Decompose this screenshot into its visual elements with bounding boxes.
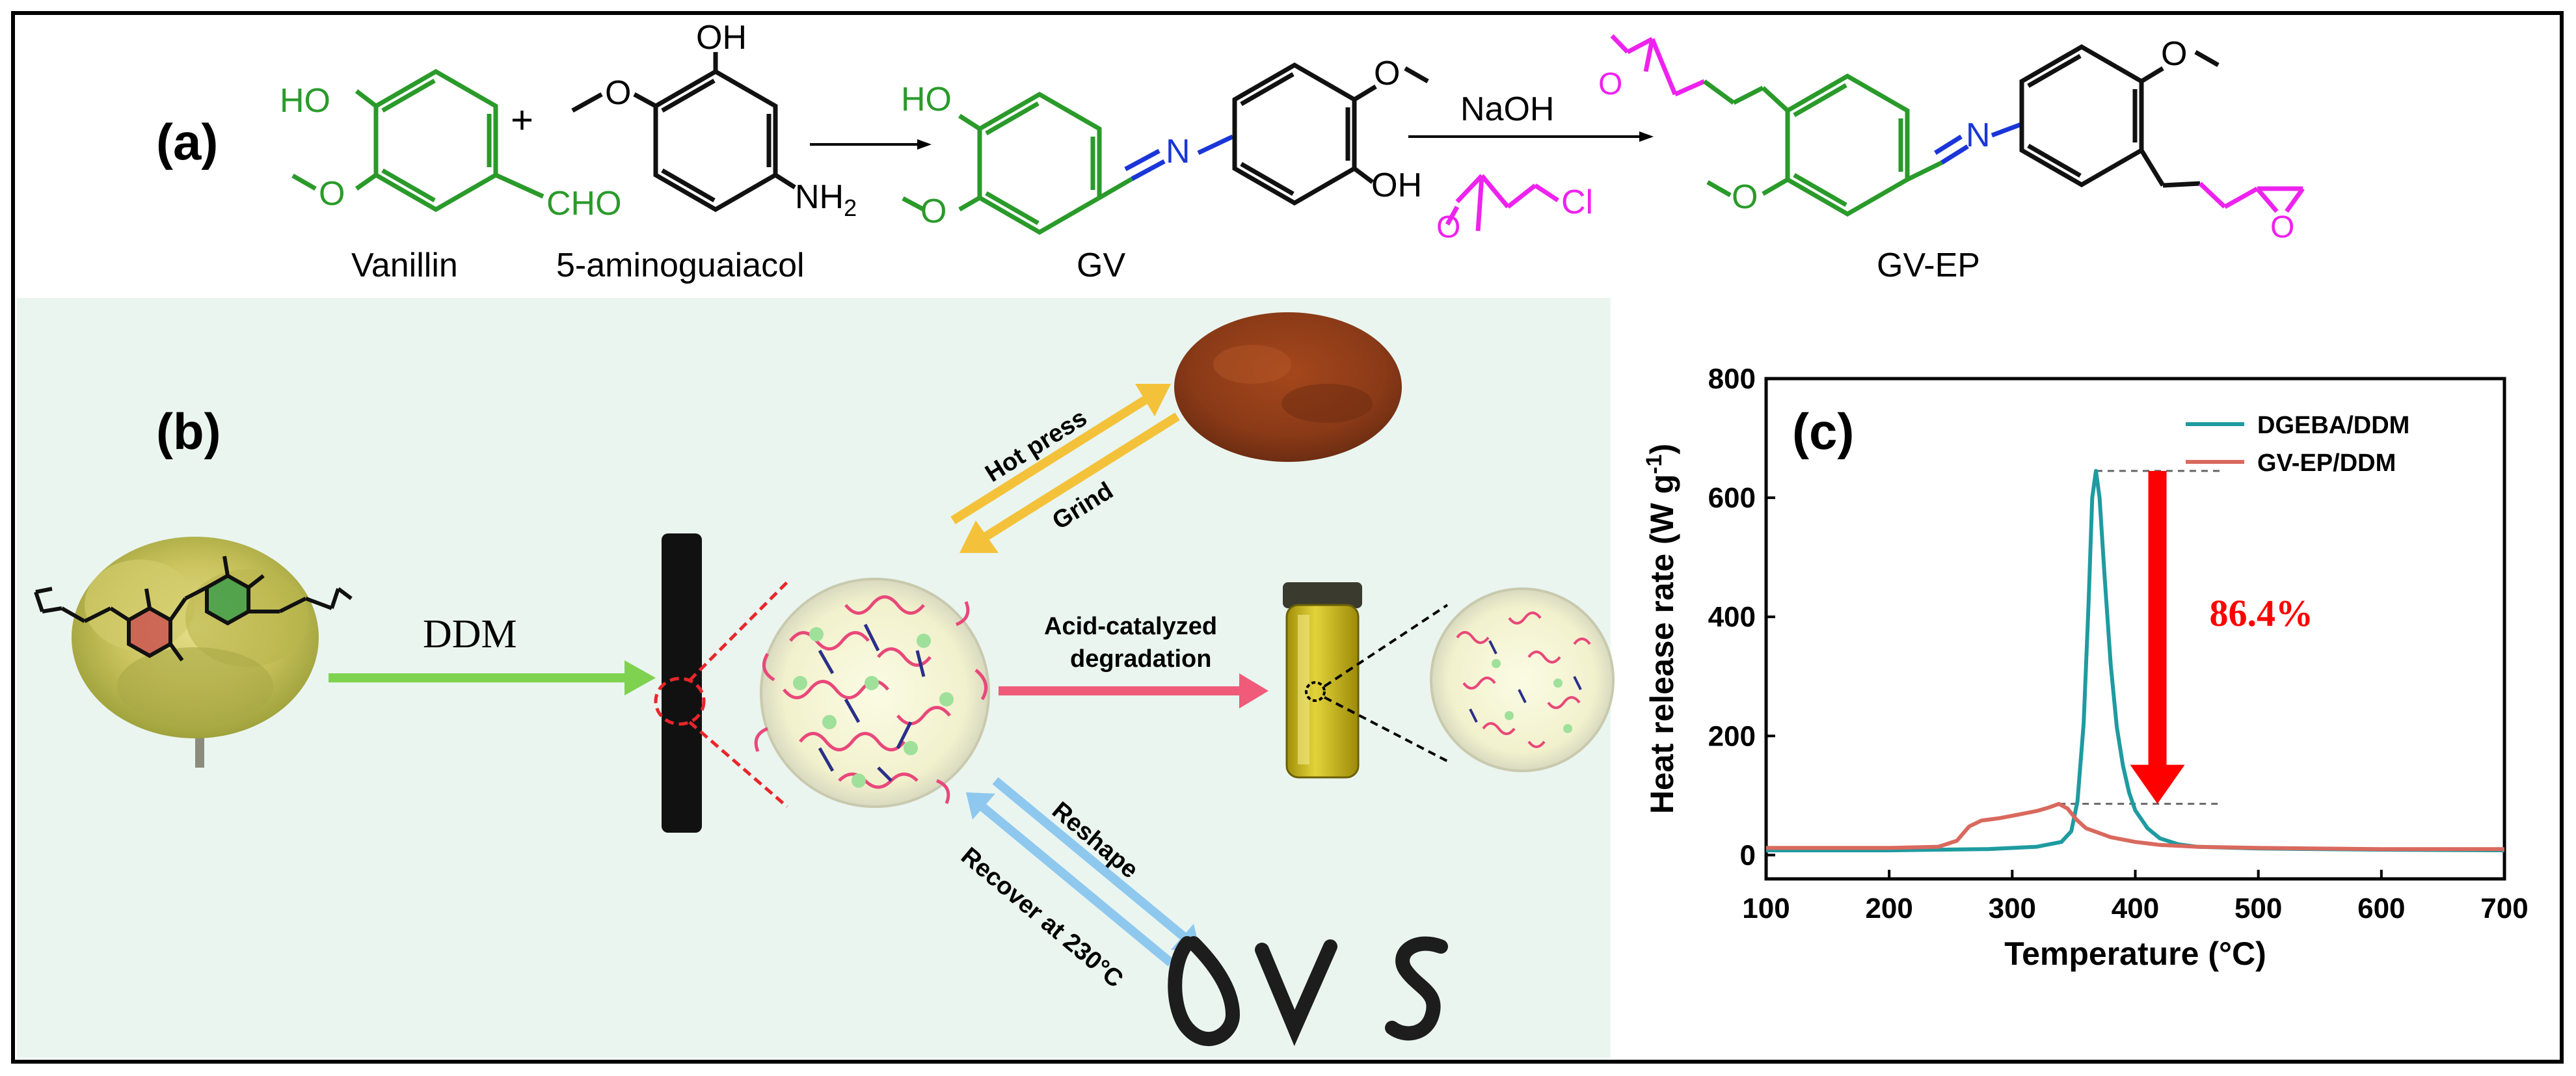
gv-ep-o-top: O — [1598, 67, 1622, 101]
panel-a-label: (a) — [156, 113, 218, 170]
x-tick-label: 200 — [1865, 893, 1912, 924]
gv-oh: OH — [1371, 167, 1422, 204]
monomer-on-tree — [34, 556, 353, 662]
reaction-arrow-1 — [810, 139, 932, 150]
x-tick-label: 600 — [2357, 893, 2405, 924]
aminoguaiacol-structure — [571, 52, 796, 213]
ddm-arrow — [329, 660, 656, 695]
x-tick-label: 300 — [1989, 893, 2036, 924]
y-tick-label: 200 — [1708, 720, 1756, 752]
crosslinked-network — [754, 578, 990, 808]
x-axis-label: Temperature (°C) — [2004, 935, 2266, 972]
panel-c-label: (c) — [1792, 403, 1854, 460]
reagent-naoh: NaOH — [1460, 90, 1554, 128]
gv-ep-o-methoxy-left: O — [1732, 178, 1758, 216]
degraded-network — [1430, 587, 1615, 772]
y-tick-label: 800 — [1708, 363, 1756, 395]
gv-o-methoxy: O — [1374, 55, 1400, 92]
aminoguaiacol-nh2: NH2 — [795, 178, 857, 221]
gv-name: GV — [1077, 247, 1125, 284]
reaction-arrow-2 — [1408, 131, 1654, 142]
acid-label-line1: Acid-catalyzed — [1044, 613, 1217, 640]
aminoguaiacol-oh: OH — [696, 19, 747, 57]
panel-b-label: (b) — [156, 403, 221, 460]
vanillin-cho: CHO — [546, 185, 622, 222]
x-tick-label: 100 — [1742, 893, 1790, 924]
panel-b: (b) — [17, 298, 1615, 1058]
vanillin-oh: HO — [280, 82, 330, 120]
legend-label-2: GV-EP/DDM — [2257, 450, 2396, 477]
vial-zoom-line-top — [1323, 604, 1449, 688]
zoom-line-top — [688, 581, 788, 682]
acid-arrow — [999, 673, 1268, 708]
aminoguaiacol-o: O — [605, 74, 631, 112]
hrr-chart: 100 200 300 400 500 600 700 0 200 400 600 800Temper… — [1642, 363, 2529, 972]
aminoguaiacol-name: 5-aminoguaiacol — [556, 247, 805, 284]
vial — [1283, 582, 1362, 779]
epi-o: O — [1436, 210, 1460, 245]
panel-a: (a) HO O CHO Vanillin + OH — [156, 19, 2305, 284]
gv-structure — [902, 62, 1429, 235]
gv-ho: HO — [901, 81, 952, 118]
vial-zoom-line-bottom — [1324, 696, 1448, 762]
cured-bar-sample — [662, 533, 702, 833]
x-tick-label: 700 — [2480, 893, 2528, 924]
vanillin-o: O — [319, 175, 345, 213]
grind-arrow — [959, 412, 1180, 553]
ddm-label: DDM — [423, 612, 517, 656]
tree-illustration — [72, 537, 319, 768]
reduction-arrow-head — [2130, 764, 2185, 804]
legend-label-1: DGEBA/DDM — [2257, 412, 2409, 439]
zoom-circle-small — [654, 677, 706, 726]
zoom-line-bottom — [688, 721, 788, 808]
plus-sign: + — [511, 98, 533, 142]
epichlorohydrin-structure — [1445, 174, 1559, 232]
x-tick-label: 400 — [2112, 893, 2159, 924]
gv-ep-o-methoxy-right: O — [2161, 35, 2187, 73]
gv-o: O — [920, 193, 946, 230]
powder-pile — [1174, 312, 1402, 462]
reduction-arrow-shaft — [2148, 470, 2167, 768]
series-line-2 — [1766, 801, 2504, 852]
x-tick-label: 500 — [2234, 893, 2282, 924]
y-tick-label: 400 — [1708, 601, 1756, 633]
reshaped-samples — [1168, 936, 1448, 1047]
vanillin-name: Vanillin — [351, 247, 458, 284]
y-axis-label: Heat release rate (W g-1) — [1642, 444, 1680, 814]
epi-cl: Cl — [1561, 183, 1593, 221]
panel-c: (c) 100 200 300 400 500 600 700 0 200 400 600 800Te… — [1642, 363, 2529, 972]
gv-ep-structure — [1610, 34, 2305, 217]
vanillin-structure — [291, 68, 544, 213]
y-tick-label: 600 — [1708, 482, 1756, 514]
gv-n: N — [1166, 133, 1190, 170]
recover-arrow — [966, 792, 1174, 967]
hot-press-arrow — [950, 384, 1171, 524]
y-tick-label: 0 — [1740, 839, 1756, 871]
gv-ep-o-right: O — [2270, 210, 2294, 245]
gv-ep-n: N — [1966, 116, 1991, 154]
acid-label-line2: degradation — [1070, 645, 1211, 673]
gv-ep-name: GV-EP — [1877, 247, 1980, 284]
reduction-annotation: 86.4% — [2210, 592, 2314, 634]
